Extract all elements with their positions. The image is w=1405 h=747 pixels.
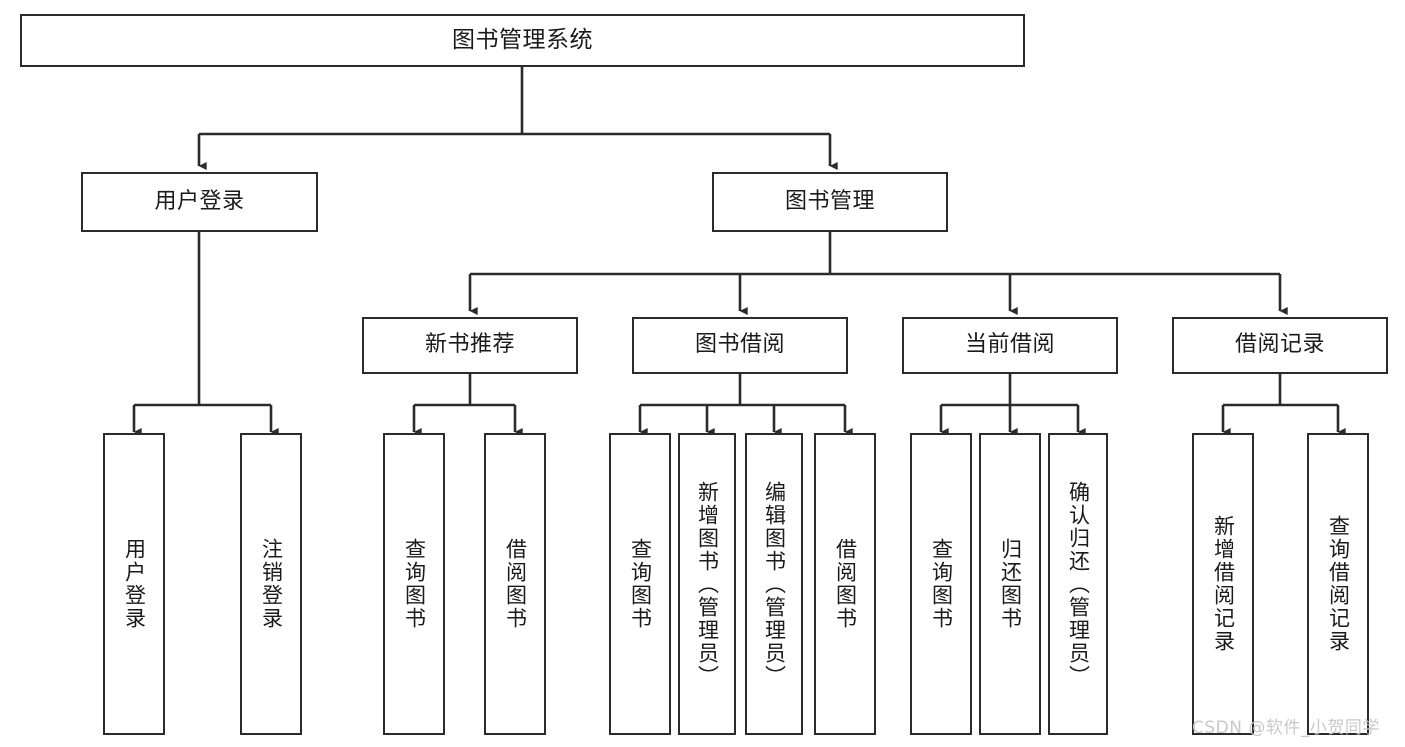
node-leaf-confirm-return[interactable]: 确认归还（管理员） [1048,433,1108,735]
node-leaf-query-book-2-label: 查询图书 [628,538,653,630]
node-leaf-user-login[interactable]: 用户登录 [103,433,165,735]
node-leaf-query-record[interactable]: 查询借阅记录 [1307,433,1369,735]
node-leaf-add-book-label: 新增图书（管理员） [695,480,720,688]
node-leaf-query-book-1[interactable]: 查询图书 [383,433,445,735]
node-borrow-record-label: 借阅记录 [1234,332,1325,358]
node-leaf-borrow-book-2[interactable]: 借阅图书 [814,433,876,735]
node-leaf-borrow-book-2-label: 借阅图书 [833,538,858,630]
node-leaf-edit-book[interactable]: 编辑图书（管理员） [745,433,803,735]
node-borrow-record[interactable]: 借阅记录 [1172,317,1388,374]
node-leaf-add-record-label: 新增借阅记录 [1211,515,1236,653]
node-leaf-query-book-3[interactable]: 查询图书 [910,433,972,735]
node-book-manage[interactable]: 图书管理 [712,172,948,232]
node-leaf-query-book-2[interactable]: 查询图书 [609,433,671,735]
node-leaf-return-book[interactable]: 归还图书 [979,433,1041,735]
node-leaf-query-book-3-label: 查询图书 [929,538,954,630]
node-book-borrow[interactable]: 图书借阅 [632,317,848,374]
node-current-borrow-label: 当前借阅 [964,332,1055,358]
node-root[interactable]: 图书管理系统 [20,14,1025,67]
node-book-borrow-label: 图书借阅 [694,332,785,358]
node-user-login[interactable]: 用户登录 [81,172,318,232]
node-leaf-borrow-book-1[interactable]: 借阅图书 [484,433,546,735]
node-leaf-logout-login-label: 注销登录 [259,538,284,630]
node-leaf-query-record-label: 查询借阅记录 [1326,515,1351,653]
node-current-borrow[interactable]: 当前借阅 [902,317,1118,374]
node-leaf-add-record[interactable]: 新增借阅记录 [1192,433,1254,735]
node-leaf-confirm-return-label: 确认归还（管理员） [1066,480,1091,688]
node-leaf-borrow-book-1-label: 借阅图书 [503,538,528,630]
node-book-manage-label: 图书管理 [784,188,875,214]
node-root-label: 图书管理系统 [452,26,593,53]
node-user-login-label: 用户登录 [154,188,245,214]
node-leaf-return-book-label: 归还图书 [998,538,1023,630]
node-leaf-edit-book-label: 编辑图书（管理员） [762,480,787,688]
node-new-book-rec[interactable]: 新书推荐 [362,317,578,374]
node-leaf-add-book[interactable]: 新增图书（管理员） [678,433,736,735]
node-leaf-logout-login[interactable]: 注销登录 [240,433,302,735]
node-leaf-user-login-label: 用户登录 [122,538,147,630]
csdn-watermark: CSDN @软件_小贺同学 [1192,718,1380,738]
node-leaf-query-book-1-label: 查询图书 [402,538,427,630]
node-new-book-rec-label: 新书推荐 [424,332,515,358]
